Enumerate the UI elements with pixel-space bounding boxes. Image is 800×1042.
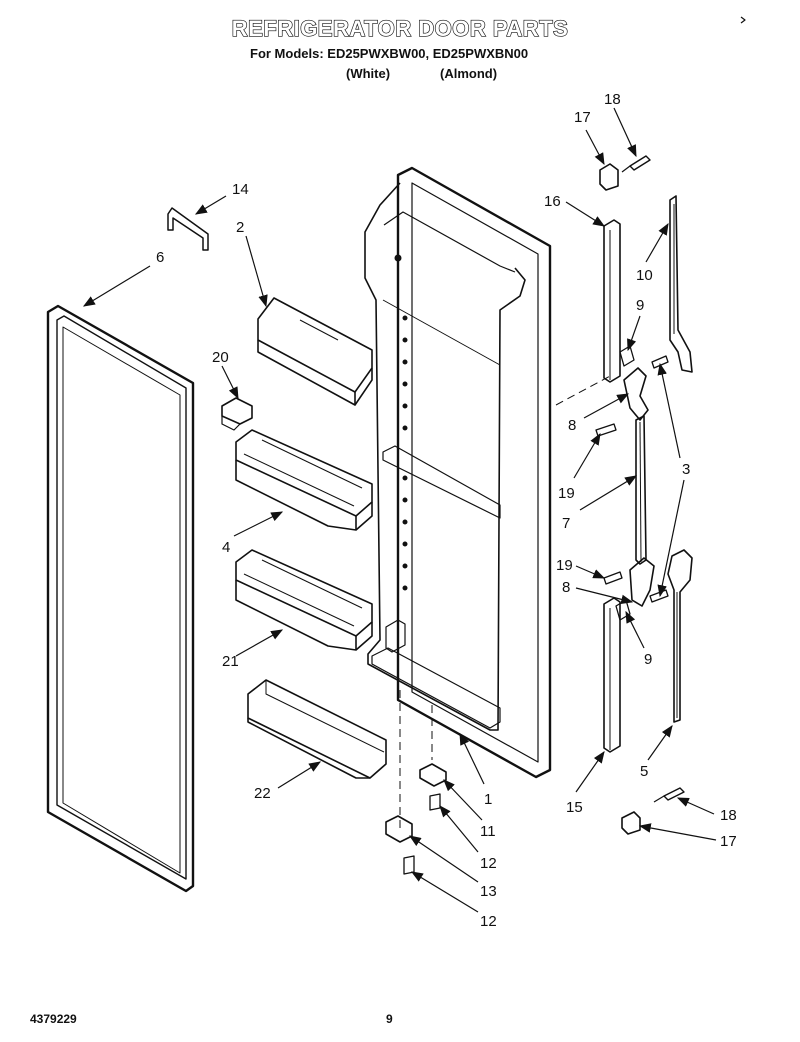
leader-22 [277, 761, 322, 789]
leader-19a [573, 432, 601, 479]
page-number: 9 [386, 1012, 393, 1026]
leader-8b [575, 587, 634, 605]
spacer-part-20 [221, 397, 253, 431]
callout-10: 10 [636, 267, 653, 284]
callout-3: 3 [682, 461, 690, 478]
callout-7: 7 [562, 515, 570, 532]
handle-cap-part-17-bottom [621, 811, 641, 835]
callout-17a: 17 [574, 109, 591, 126]
screw-part-3-lower [649, 589, 669, 603]
callout-18b: 18 [720, 807, 737, 824]
leader-9a [627, 315, 641, 352]
leader-18b [676, 797, 715, 815]
screw-part-18-top [621, 155, 651, 173]
hinge-bracket-part-8-upper [623, 367, 649, 421]
callout-19b: 19 [556, 557, 573, 574]
callout-5: 5 [640, 763, 648, 780]
callout-21: 21 [222, 653, 239, 670]
leader-12a [439, 805, 479, 853]
page-title: REFRIGERATOR DOOR PARTS [231, 15, 569, 41]
variant-almond: (Almond) [440, 66, 498, 81]
leader-4 [233, 511, 284, 537]
hinge-part-13 [385, 815, 413, 843]
callout-11: 11 [480, 823, 496, 840]
callout-18a: 18 [604, 91, 621, 108]
corner-mark [740, 16, 746, 24]
screw-part-19-lower [603, 571, 623, 585]
trim-part-7 [635, 415, 647, 565]
screw-part-18-bottom [653, 787, 685, 803]
trim-part-16 [603, 219, 621, 383]
callout-4: 4 [222, 539, 230, 556]
callout-9b: 9 [644, 651, 652, 668]
callout-19a: 19 [558, 485, 575, 502]
callout-1: 1 [484, 791, 492, 808]
leader-17a [585, 129, 605, 166]
callout-2: 2 [236, 219, 244, 236]
models-line: For Models: ED25PWXBW00, ED25PWXBN00 [250, 46, 529, 61]
leader-17b [638, 823, 717, 841]
variant-white: (White) [346, 66, 391, 81]
handle-part-5 [667, 549, 693, 723]
callout-16: 16 [544, 193, 561, 210]
callout-9a: 9 [636, 297, 644, 314]
leader-5 [647, 725, 673, 761]
leader-2 [245, 235, 268, 308]
screw-part-19-upper [595, 423, 617, 437]
leader-20 [221, 365, 239, 400]
callout-12a: 12 [480, 855, 497, 872]
leader-10 [645, 222, 669, 263]
callout-13: 13 [480, 883, 497, 900]
shelf-bar-part-22 [247, 679, 387, 779]
leader-15 [575, 751, 605, 793]
leader-6 [82, 265, 151, 307]
leader-9b [625, 610, 645, 649]
leader-1 [459, 732, 485, 785]
leader-13 [409, 835, 479, 883]
leader-21 [235, 629, 284, 657]
screw-part-12-lower [403, 855, 415, 875]
callout-8b: 8 [562, 579, 570, 596]
door-bin-part-21 [235, 549, 373, 651]
handle-part-10 [669, 195, 693, 373]
callout-6: 6 [156, 249, 164, 266]
clip-part-9-upper [619, 345, 635, 367]
door-gasket-part-6 [46, 304, 195, 893]
clip-part-14 [167, 207, 209, 251]
door-assembly-part-1 [364, 166, 613, 830]
leader-19b [575, 565, 606, 579]
leader-11 [443, 779, 483, 821]
callout-15: 15 [566, 799, 583, 816]
callout-20: 20 [212, 349, 229, 366]
document-number: 4379229 [30, 1012, 77, 1026]
screw-part-12-upper [429, 793, 441, 811]
screw-part-3-upper [651, 355, 669, 369]
trim-part-15 [603, 597, 621, 753]
door-bin-part-4 [235, 429, 373, 531]
dairy-door-part-2 [257, 297, 373, 406]
leader-3a [657, 362, 681, 459]
leader-12b [410, 871, 479, 913]
callout-8a: 8 [568, 417, 576, 434]
leader-8a [583, 393, 630, 419]
handle-cap-part-17-top [599, 163, 619, 191]
leader-7 [579, 475, 638, 511]
leader-14 [194, 195, 227, 215]
leader-16 [565, 201, 606, 227]
hinge-part-11 [419, 763, 447, 787]
leader-18a [613, 107, 637, 158]
leader-3b [657, 479, 685, 598]
callout-17b: 17 [720, 833, 737, 850]
callout-22: 22 [254, 785, 271, 802]
callout-14: 14 [232, 181, 249, 198]
callout-12b: 12 [480, 913, 497, 930]
